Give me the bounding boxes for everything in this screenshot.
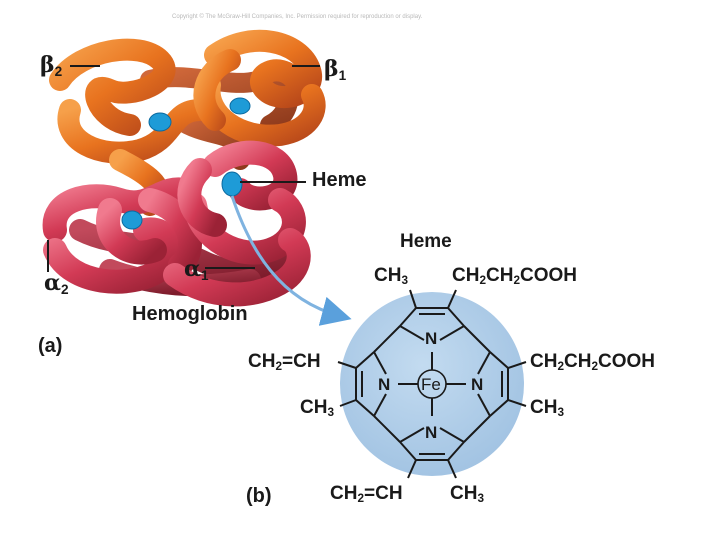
bl-a: CH — [330, 483, 358, 504]
beta2-label: β2 — [40, 52, 63, 79]
hemoglobin-title: Hemoglobin — [132, 303, 248, 325]
nitrogen-bottom: N — [425, 423, 438, 442]
ru-s1: 2 — [557, 360, 564, 374]
heme-pointer-label: Heme — [312, 169, 367, 191]
beta1-chain — [193, 29, 326, 147]
alpha1-label: α1 — [184, 256, 209, 283]
bl-b: =CH — [364, 483, 403, 504]
tr-s2: 2 — [513, 274, 520, 288]
bottom-right-methyl: CH3 — [450, 483, 484, 506]
left-lower-methyl: CH3 — [300, 397, 334, 420]
tr-c: COOH — [520, 265, 577, 286]
lu-b: =CH — [282, 351, 321, 372]
iron-atom-circle — [417, 369, 447, 399]
heme-group-markers — [121, 97, 251, 230]
ru-s2: 2 — [591, 360, 598, 374]
beta2-index: 2 — [54, 63, 63, 79]
right-lower-methyl: CH3 — [530, 397, 564, 420]
top-left-methyl-main: CH — [374, 265, 402, 286]
pointer-lines — [47, 65, 320, 272]
alpha1-letter: α — [184, 256, 201, 282]
ru-a: CH — [530, 351, 558, 372]
rl-main: CH — [530, 397, 558, 418]
top-left-methyl: CH3 — [374, 265, 408, 288]
bl-s1: 2 — [357, 492, 364, 506]
alpha2-label: α2 — [44, 270, 69, 297]
nitrogen-top: N — [425, 329, 438, 348]
beta1-letter: β — [324, 56, 339, 82]
lu-a: CH — [248, 351, 276, 372]
tr-s1: 2 — [479, 274, 486, 288]
beta1-index: 1 — [338, 67, 347, 83]
left-upper-vinyl: CH2=CH — [248, 351, 321, 374]
ll-main: CH — [300, 397, 328, 418]
alpha2-chain — [42, 177, 202, 294]
bottom-left-vinyl: CH2=CH — [330, 483, 403, 506]
rl-sub: 3 — [557, 406, 564, 420]
lu-s1: 2 — [275, 360, 282, 374]
ru-b: CH — [564, 351, 592, 372]
right-upper-propionate: CH2CH2COOH — [530, 351, 655, 374]
nitrogen-right: N — [471, 375, 484, 394]
ru-c: COOH — [598, 351, 655, 372]
br-sub: 3 — [477, 492, 484, 506]
alpha1-index: 1 — [200, 267, 209, 283]
ll-sub: 3 — [327, 406, 334, 420]
alpha2-letter: α — [44, 270, 61, 296]
tr-b: CH — [486, 265, 514, 286]
nitrogen-left: N — [378, 375, 391, 394]
alpha2-index: 2 — [60, 281, 69, 297]
heme-zoom-arrow — [230, 195, 352, 326]
tr-a: CH — [452, 265, 480, 286]
top-left-methyl-sub: 3 — [401, 274, 408, 288]
porphyrin-bonds — [337, 289, 527, 479]
top-right-propionate: CH2CH2COOH — [452, 265, 577, 288]
br-main: CH — [450, 483, 478, 504]
panel-b-label: (b) — [246, 485, 272, 507]
heme-structure-title: Heme — [400, 231, 452, 252]
iron-label: Fe — [421, 375, 441, 394]
copyright-notice: Copyright © The McGraw-Hill Companies, I… — [172, 14, 423, 20]
alpha1-chain — [163, 140, 311, 307]
beta2-letter: β — [40, 52, 55, 78]
porphyrin-disc — [340, 292, 524, 476]
panel-a-label: (a) — [38, 335, 63, 357]
beta1-label: β1 — [324, 56, 347, 83]
